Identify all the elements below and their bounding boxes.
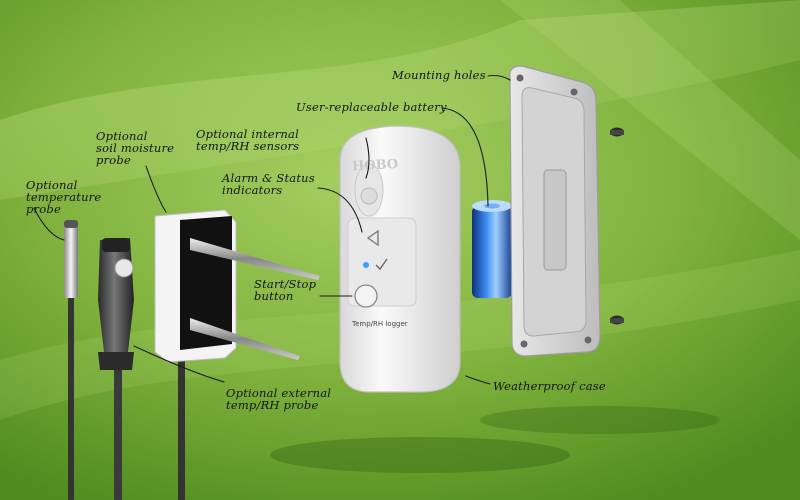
callout-alarm-status: Alarm & Status indicators (222, 171, 315, 197)
mounting-screws (610, 127, 624, 325)
shadow (270, 437, 570, 473)
callout-external-probe: Optional external temp/RH probe (226, 386, 332, 412)
callout-leader-lines (33, 74, 511, 385)
callout-weatherproof-case: Weatherproof case (493, 379, 606, 393)
mounting-hole (520, 340, 528, 348)
background-ribbon (0, 0, 800, 200)
battery (472, 200, 512, 298)
callout-soil-probe: Optional soil moisture probe (96, 129, 175, 167)
device-logo: HOBO (352, 157, 399, 174)
model-label: Temp/RH logger (351, 320, 408, 328)
callout-temperature-probe: Optional temperature probe (26, 178, 102, 216)
status-led (363, 262, 369, 268)
background-ribbon (500, 0, 800, 240)
mounting-hole (584, 336, 592, 344)
mounting-hole (570, 88, 578, 96)
shadow (480, 406, 720, 434)
mounting-hole (516, 74, 524, 82)
callout-mounting-holes: Mounting holes (392, 68, 486, 82)
callout-internal-sensors: Optional internal temp/RH sensors (196, 127, 300, 153)
callout-start-stop: Start/Stop button (254, 277, 317, 303)
temperature-probe (64, 220, 78, 500)
external-temp-rh-probe (98, 238, 134, 500)
callout-battery: User-replaceable battery (296, 100, 447, 114)
soil-moisture-probe (154, 209, 320, 500)
logger-front-case: HOBO Temp/RH logger (339, 125, 461, 393)
start-stop-button (354, 284, 378, 308)
logger-back-plate (509, 65, 601, 357)
